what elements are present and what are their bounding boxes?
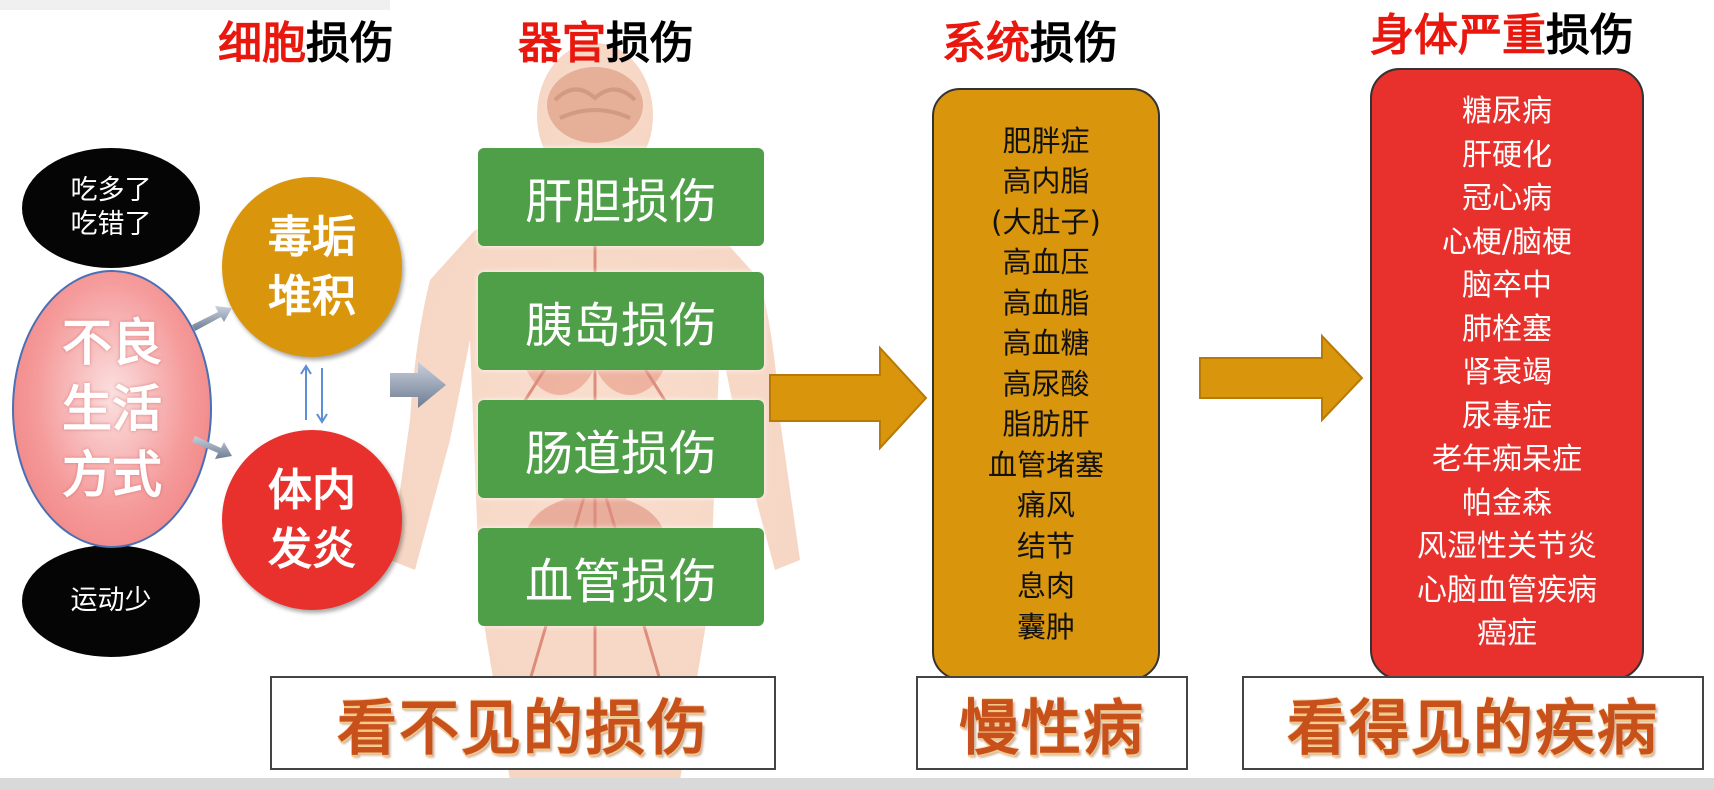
- disease-item: 脑卒中: [1462, 268, 1552, 303]
- cause-overeating-ellipse: 吃多了吃错了: [22, 148, 200, 268]
- bottom-bar: [0, 778, 1714, 790]
- chronic-item: 高尿酸: [1002, 366, 1090, 401]
- heading-system-damage: 系统损伤: [942, 22, 1118, 66]
- disease-item: 癌症: [1477, 616, 1537, 651]
- chronic-item: 高内脂: [1002, 164, 1090, 199]
- chronic-item: 囊肿: [1016, 609, 1075, 644]
- heading-organ-damage: 器官损伤: [518, 22, 694, 66]
- disease-item: 心脑血管疾病: [1417, 572, 1597, 608]
- disease-item: 风湿性关节炎: [1417, 529, 1597, 564]
- heading-cell-damage: 细胞损伤: [218, 22, 394, 66]
- chronic-item: 高血压: [1002, 245, 1090, 280]
- chronic-item: 脂肪肝: [1002, 407, 1090, 442]
- disease-item: 尿毒症: [1462, 398, 1552, 434]
- cause-line: 吃错了: [70, 209, 152, 240]
- disease-item: 肝硬化: [1462, 137, 1552, 173]
- lifestyle-line: 不良: [62, 314, 162, 372]
- disease-item: 肺栓塞: [1462, 311, 1552, 347]
- footer-invisible-damage: 看不见的损伤: [270, 676, 776, 770]
- serious-diseases-panel: 糖尿病 肝硬化 冠心病 心梗/脑梗 脑卒中 肺栓塞 肾衰竭 尿毒症 老年痴呆症 …: [1370, 68, 1644, 680]
- heading-black-part: 损伤: [306, 18, 394, 69]
- chronic-item: 高血脂: [1002, 285, 1090, 320]
- chronic-item: 痛风: [1016, 488, 1075, 523]
- chronic-conditions-panel: 肥胖症 高内脂 (大肚子) 高血压 高血脂 高血糖 高尿酸 脂肪肝 血管堵塞 痛…: [932, 88, 1160, 680]
- heading-black-part: 损伤: [606, 18, 694, 69]
- heading-red-part: 身体严重: [1370, 10, 1546, 61]
- footer-chronic-disease: 慢性病: [916, 676, 1188, 770]
- organ-damage-box-pancreas: 胰岛损伤: [478, 272, 764, 370]
- heading-red-part: 系统: [942, 18, 1030, 69]
- bidirectional-arrow-icon: [300, 364, 328, 424]
- arrow-to-toxin-icon: [192, 306, 232, 331]
- cause-no-exercise-ellipse: 运动少: [22, 545, 200, 657]
- organ-damage-box-blood-vessel: 血管损伤: [478, 528, 764, 626]
- disease-item: 帕金森: [1462, 485, 1552, 521]
- chronic-item: (大肚子): [991, 204, 1101, 239]
- circle-line: 体内: [268, 464, 356, 516]
- heading-serious-damage: 身体严重损伤: [1370, 14, 1634, 58]
- inflammation-circle: 体内发炎: [222, 430, 402, 610]
- top-bar: [0, 0, 390, 10]
- chronic-item: 血管堵塞: [987, 447, 1104, 482]
- toxin-buildup-circle: 毒垢堆积: [222, 177, 402, 357]
- organ-damage-box-intestine: 肠道损伤: [478, 400, 764, 498]
- chronic-item: 高血糖: [1002, 326, 1090, 361]
- chronic-item: 肥胖症: [1002, 123, 1090, 158]
- disease-item: 冠心病: [1462, 181, 1552, 216]
- heading-red-part: 细胞: [218, 18, 306, 69]
- heading-black-part: 损伤: [1030, 18, 1118, 69]
- chronic-item: 结节: [1016, 528, 1075, 563]
- bad-lifestyle-ellipse: 不良生活方式: [12, 270, 212, 548]
- circle-line: 堆积: [268, 271, 356, 322]
- footer-visible-disease: 看得见的疾病: [1242, 676, 1704, 770]
- circle-line: 毒垢: [268, 211, 356, 263]
- heading-red-part: 器官: [518, 18, 606, 69]
- disease-item: 心梗/脑梗: [1441, 224, 1573, 260]
- cause-line: 吃多了: [70, 175, 152, 207]
- lifestyle-line: 生活: [62, 380, 162, 438]
- lifestyle-line: 方式: [62, 446, 162, 504]
- chronic-item: 息肉: [1016, 569, 1075, 604]
- circle-line: 发炎: [268, 524, 356, 575]
- disease-item: 老年痴呆症: [1432, 442, 1582, 477]
- disease-item: 糖尿病: [1462, 94, 1552, 129]
- disease-item: 肾衰竭: [1462, 355, 1552, 390]
- organ-damage-box-liver: 肝胆损伤: [478, 148, 764, 246]
- arrow-to-serious-icon: [1199, 333, 1364, 423]
- cause-line: 运动少: [70, 585, 152, 617]
- heading-black-part: 损伤: [1546, 10, 1634, 61]
- brain-icon: [547, 67, 643, 143]
